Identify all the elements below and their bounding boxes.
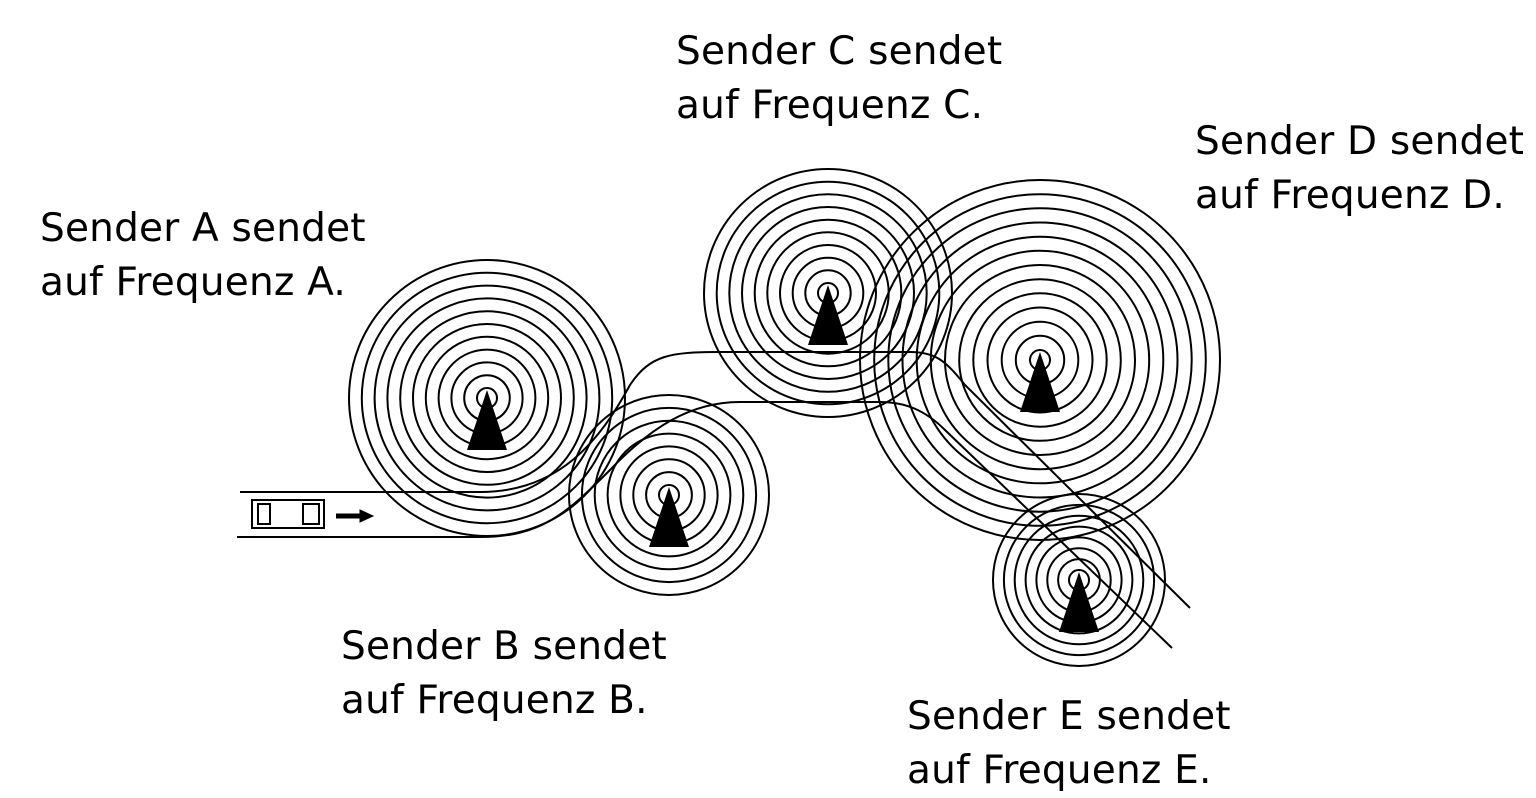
transmitter-label-d: Sender D sendet auf Frequenz D.: [1195, 115, 1524, 223]
transmitter-e-line1: Sender E sendet: [907, 694, 1231, 739]
coverage-ring-b: [606, 432, 732, 558]
transmitter-label-e: Sender E sendet auf Frequenz E.: [907, 690, 1231, 798]
coverage-ring-c: [741, 206, 915, 380]
triangle-antenna-icon: [808, 285, 848, 345]
transmitter-a-line1: Sender A sendet: [40, 206, 366, 251]
transmitter-label-c: Sender C sendet auf Frequenz C.: [676, 25, 1002, 133]
coverage-ring-c: [753, 218, 903, 368]
triangle-antenna-icon: [467, 390, 507, 450]
transmitter-label-a: Sender A sendet auf Frequenz A.: [40, 202, 366, 310]
coverage-ring-a: [373, 284, 601, 512]
coverage-ring-d: [958, 278, 1122, 442]
arrow-right-icon: [336, 509, 375, 523]
coverage-ring-a: [412, 323, 562, 473]
coverage-ring-a: [424, 335, 550, 461]
road: [237, 351, 1191, 649]
coverage-ring-e: [1024, 525, 1134, 635]
road-edge-lower: [237, 401, 1173, 649]
coverage-ring-d: [944, 264, 1136, 456]
transmitter-d-line1: Sender D sendet: [1195, 119, 1525, 164]
coverage-ring-e: [992, 493, 1166, 667]
coverage-ring-a: [360, 271, 614, 525]
coverage-ring-d: [986, 306, 1094, 414]
transmitter-label-b: Sender B sendet auf Frequenz B.: [341, 620, 667, 728]
coverage-ring-d: [873, 193, 1207, 527]
transmitter-c-line2: auf Frequenz C.: [676, 83, 984, 128]
triangle-antenna-icon: [1059, 572, 1099, 632]
transmitter-a-line2: auf Frequenz A.: [40, 260, 346, 305]
coverage-ring-e: [1002, 503, 1156, 657]
coverage-ring-d: [887, 207, 1193, 513]
car-icon: [251, 499, 325, 529]
transmitter-b-line2: auf Frequenz B.: [341, 678, 648, 723]
coverage-ring-b: [568, 394, 770, 596]
transmitter-e-line2: auf Frequenz E.: [907, 748, 1212, 793]
coverage-ring-c: [703, 168, 953, 418]
coverage-ring-c: [715, 180, 941, 406]
coverage-ring-c: [728, 193, 928, 393]
road-edge-upper: [240, 351, 1191, 609]
coverage-ring-d: [859, 179, 1221, 541]
coverage-ring-d: [901, 221, 1179, 499]
transmitter-d-line2: auf Frequenz D.: [1195, 173, 1505, 218]
coverage-rings: [348, 168, 1221, 667]
coverage-ring-d: [929, 249, 1151, 471]
coverage-ring-a: [399, 310, 575, 486]
coverage-ring-e: [1013, 514, 1145, 646]
transmitter-antennas: [467, 285, 1099, 632]
coverage-ring-d: [972, 292, 1108, 428]
coverage-ring-d: [915, 235, 1165, 485]
triangle-antenna-icon: [649, 487, 689, 547]
coverage-ring-b: [580, 406, 758, 584]
transmitter-b-line1: Sender B sendet: [341, 624, 667, 669]
transmitter-c-line1: Sender C sendet: [676, 29, 1003, 74]
triangle-antenna-icon: [1020, 352, 1060, 412]
coverage-ring-a: [386, 297, 588, 499]
